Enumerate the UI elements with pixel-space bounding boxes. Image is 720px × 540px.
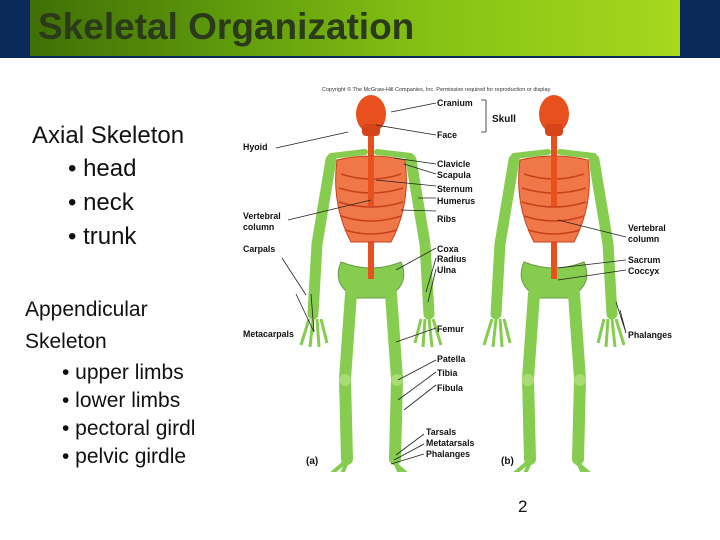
label-tarsals: Tarsals xyxy=(426,427,456,437)
appendicular-heading-line2: Skeleton xyxy=(25,330,107,354)
label-phalanges-center: Phalanges xyxy=(426,449,470,459)
title-bar: Skeletal Organization xyxy=(0,0,720,58)
panel-label-a: (a) xyxy=(306,456,318,467)
appendicular-heading-line1: Appendicular xyxy=(25,298,148,322)
label-fibula: Fibula xyxy=(437,383,463,393)
label-vertebral-column-left-2: column xyxy=(243,222,274,232)
label-sternum: Sternum xyxy=(437,184,473,194)
label-carpals: Carpals xyxy=(243,244,275,254)
label-metacarpals: Metacarpals xyxy=(243,329,294,339)
label-patella: Patella xyxy=(437,354,465,364)
panel-label-b: (b) xyxy=(501,456,514,467)
appendicular-item-pelvic-girdle: • pelvic girdle xyxy=(62,445,186,469)
appendicular-item-lower-limbs: • lower limbs xyxy=(62,389,180,413)
label-humerus: Humerus xyxy=(437,196,475,206)
label-sacrum: Sacrum xyxy=(628,255,660,265)
appendicular-item-upper-limbs: • upper limbs xyxy=(62,361,184,385)
skeleton-figure: Copyright © The McGraw-Hill Companies, I… xyxy=(236,80,700,472)
label-tibia: Tibia xyxy=(437,368,457,378)
label-coxa: Coxa xyxy=(437,244,459,254)
figure-copyright: Copyright © The McGraw-Hill Companies, I… xyxy=(322,86,551,93)
axial-item-neck: • neck xyxy=(68,189,134,217)
label-metatarsals: Metatarsals xyxy=(426,438,475,448)
skeleton-posterior-view xyxy=(484,95,624,472)
label-vertebral-column-right-1: Vertebral xyxy=(628,223,666,233)
label-cranium: Cranium xyxy=(437,98,473,108)
label-clavicle: Clavicle xyxy=(437,159,470,169)
label-femur: Femur xyxy=(437,324,464,334)
slide-title: Skeletal Organization xyxy=(38,6,414,48)
axial-heading: Axial Skeleton xyxy=(32,122,184,150)
label-face: Face xyxy=(437,130,457,140)
page-number: 2 xyxy=(518,497,527,517)
skeleton-anterior-view xyxy=(301,95,441,472)
axial-item-head: • head xyxy=(68,155,136,183)
label-phalanges-right: Phalanges xyxy=(628,330,672,340)
label-coccyx: Coccyx xyxy=(628,266,659,276)
label-radius: Radius xyxy=(437,254,466,264)
axial-item-trunk: • trunk xyxy=(68,223,136,251)
label-hyoid: Hyoid xyxy=(243,142,267,152)
appendicular-item-pectoral-girdle: • pectoral girdl xyxy=(62,417,195,441)
label-ribs: Ribs xyxy=(437,214,456,224)
label-scapula: Scapula xyxy=(437,170,471,180)
label-ulna: Ulna xyxy=(437,265,456,275)
label-vertebral-column-left-1: Vertebral xyxy=(243,211,281,221)
label-skull: Skull xyxy=(492,114,516,125)
label-vertebral-column-right-2: column xyxy=(628,234,659,244)
